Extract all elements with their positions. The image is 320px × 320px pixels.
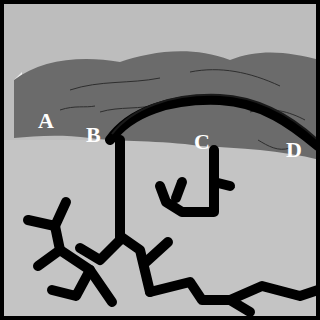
part-label: D: [286, 139, 302, 161]
frame: [2, 2, 318, 318]
root-network: [28, 100, 318, 312]
arch-edge: [112, 95, 318, 140]
rock-band: [14, 51, 320, 160]
part-label: B: [86, 124, 101, 146]
part-label: C: [194, 131, 210, 153]
part-label: A: [38, 110, 54, 132]
